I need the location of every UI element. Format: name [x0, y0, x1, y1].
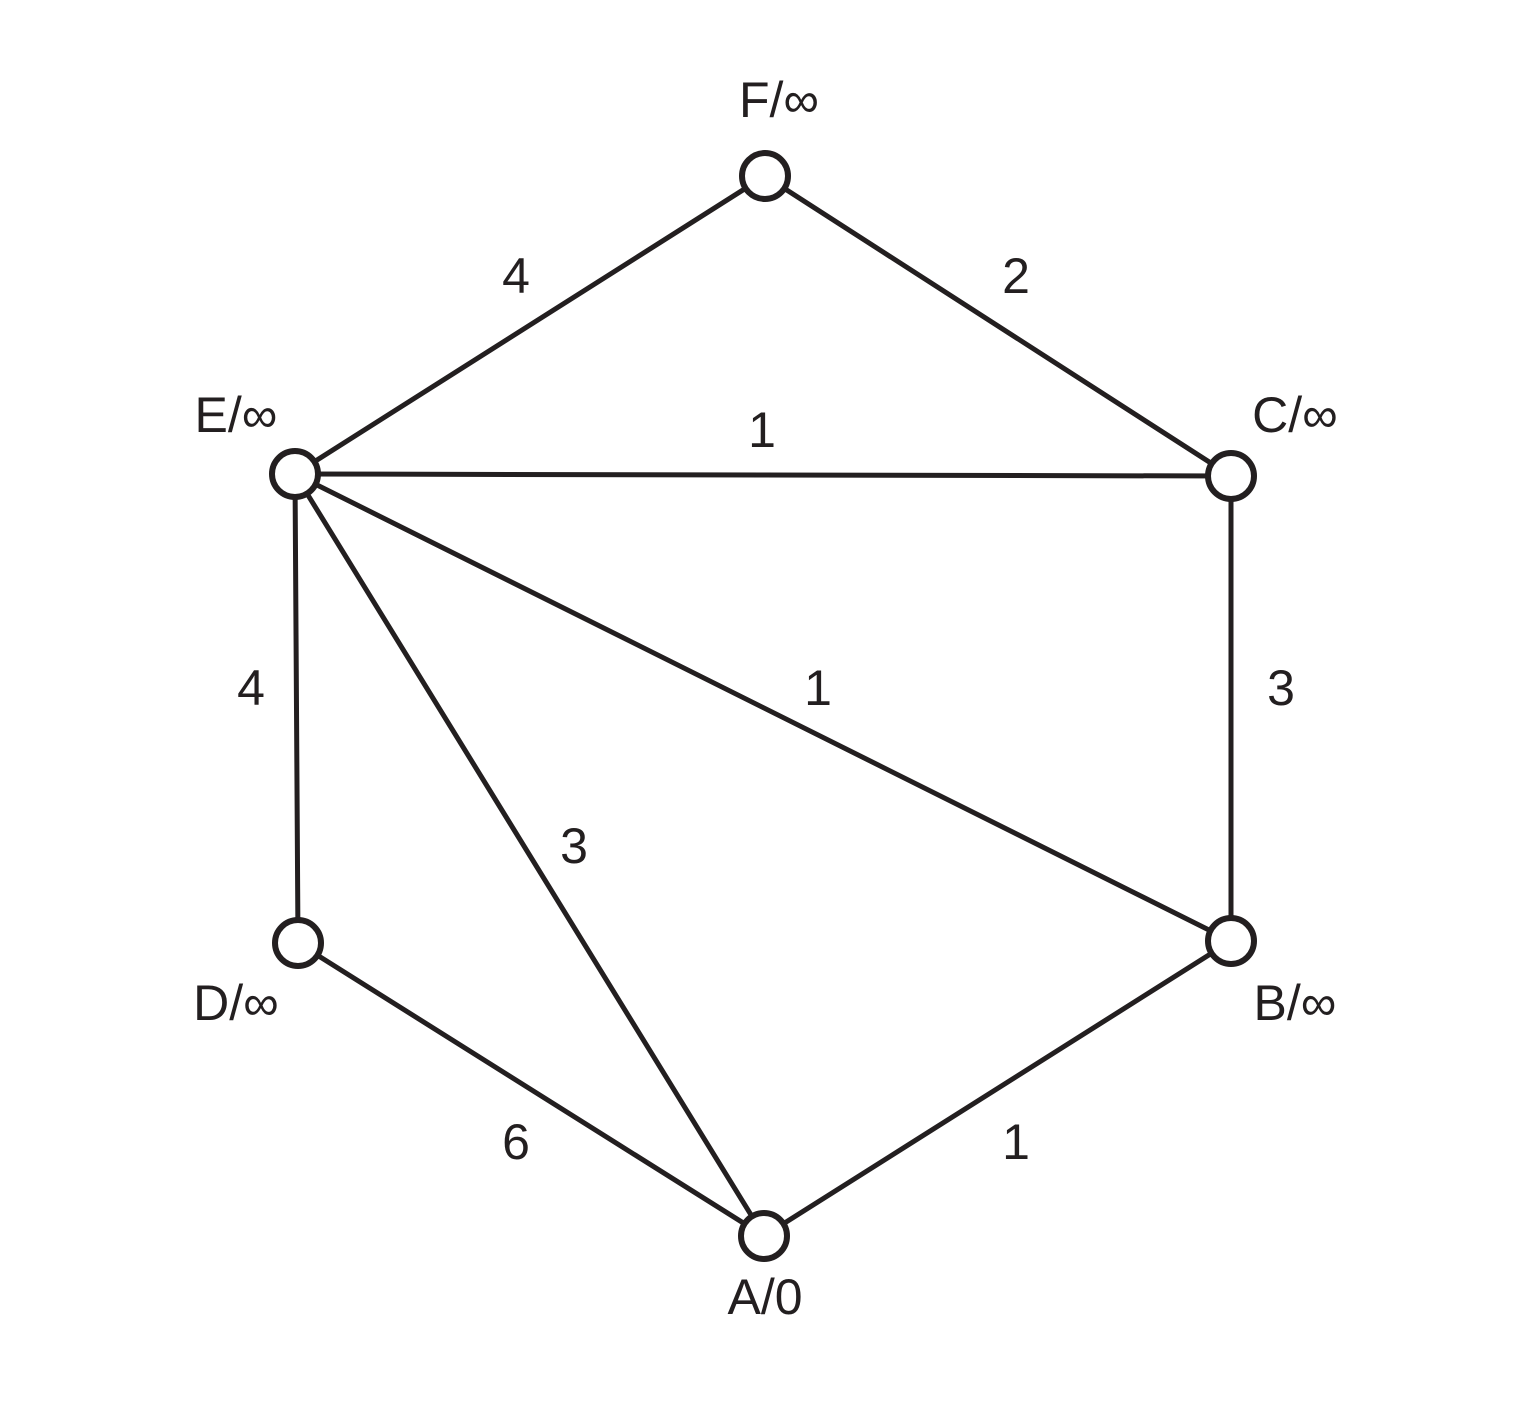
- node-b: [1205, 915, 1257, 967]
- edge-e-c: [292, 471, 1234, 479]
- node-label-e: E/∞: [195, 387, 278, 443]
- node-f: [739, 150, 791, 202]
- node-label-c: C/∞: [1252, 387, 1338, 443]
- weight-a-b: 1: [1002, 1114, 1030, 1170]
- weight-e-b: 1: [804, 660, 832, 716]
- node-label-a: A/0: [727, 1269, 802, 1325]
- node-c: [1205, 450, 1257, 502]
- edge-e-f: [292, 173, 768, 477]
- node-a: [738, 1210, 790, 1262]
- weight-e-c: 1: [748, 402, 776, 458]
- node-d: [272, 917, 324, 969]
- weight-c-b: 3: [1267, 660, 1295, 716]
- edge-e-a: [292, 471, 767, 1239]
- edge-d-a: [295, 940, 767, 1239]
- edges: [292, 173, 1234, 1239]
- edge-e-b: [292, 471, 1234, 944]
- weight-e-a: 3: [560, 818, 588, 874]
- edge-f-c: [762, 173, 1234, 479]
- edge-e-d: [292, 471, 301, 946]
- weight-f-c: 2: [1002, 248, 1030, 304]
- node-labels: A/0 B/∞ C/∞ D/∞ E/∞ F/∞: [193, 72, 1338, 1325]
- weight-e-f: 4: [502, 248, 530, 304]
- weight-e-d: 4: [237, 660, 265, 716]
- node-e: [269, 448, 321, 500]
- nodes: [269, 150, 1257, 1262]
- node-label-d: D/∞: [193, 975, 279, 1031]
- weight-d-a: 6: [502, 1114, 530, 1170]
- edge-a-b: [761, 938, 1234, 1239]
- node-label-b: B/∞: [1254, 975, 1337, 1031]
- edge-weights: 4 2 1 4 1 3 3 6 1: [237, 248, 1295, 1170]
- node-label-f: F/∞: [739, 72, 819, 128]
